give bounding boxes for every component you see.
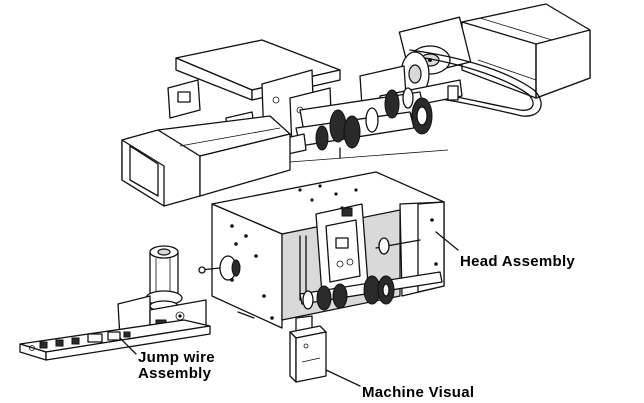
machine-visual-camera xyxy=(289,315,327,383)
machine-visual-leader xyxy=(325,369,361,387)
square-tube xyxy=(121,115,291,207)
jump-wire-leader xyxy=(119,337,137,355)
head-assembly-label: Head Assembly xyxy=(460,253,575,270)
machine-visual-label: Machine Visual xyxy=(362,384,474,401)
head-assembly-leader xyxy=(435,231,459,251)
jump-wire-label-line2: Assembly xyxy=(138,365,212,382)
jump-wire-assembly xyxy=(19,245,211,361)
shaft-gear-train xyxy=(265,87,433,159)
head-assembly-housing xyxy=(198,171,445,329)
jump-wire-label-line1: Jump wire xyxy=(138,349,215,366)
